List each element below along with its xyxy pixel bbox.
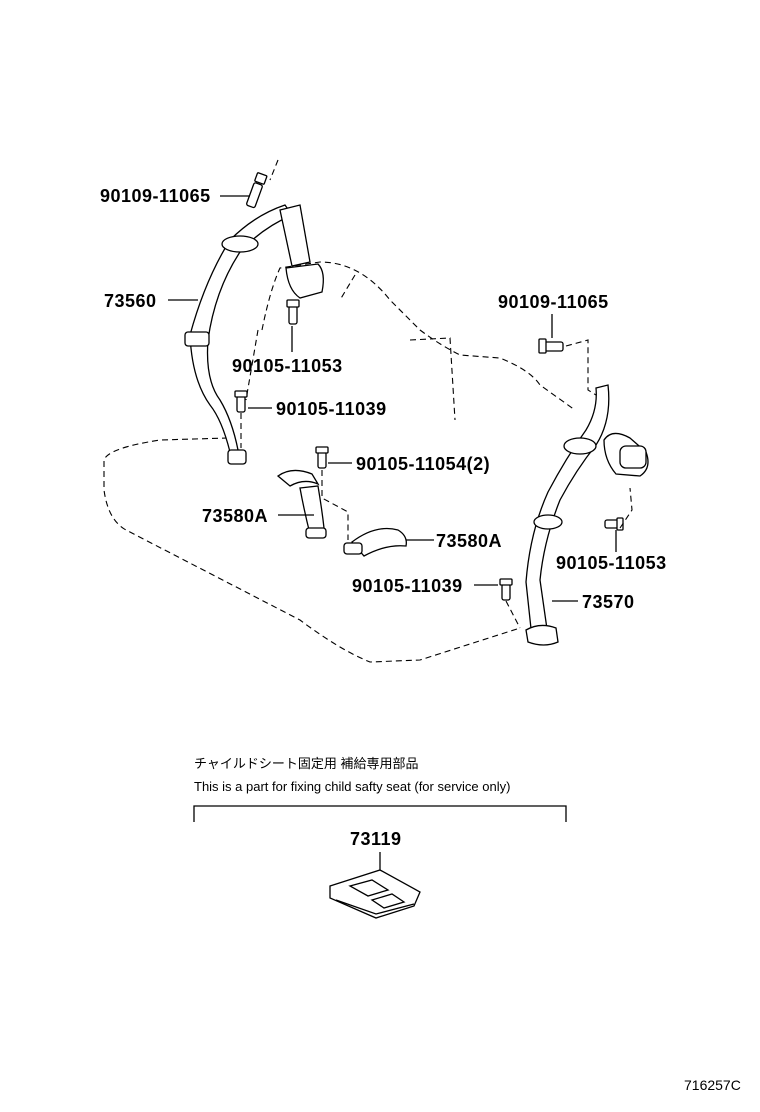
left-seat-belt [184,204,324,465]
label-bolt-retractor-left: 90105-11053 [232,356,343,376]
label-buckle-right: 73580A [436,531,502,551]
service-note-english: This is a part for fixing child safty se… [194,779,510,794]
bolt-retractor-right-icon [604,487,633,531]
label-bolt-top-left: 90109-11065 [100,186,211,206]
label-belt-left: 73560 [104,291,157,311]
label-bolt-anchor-right: 90105-11039 [352,576,463,596]
label-bolt-buckle: 90105-11054(2) [356,454,490,474]
buckle-right [343,527,407,557]
label-belt-right: 73570 [582,592,635,612]
label-buckle-left: 73580A [202,506,268,526]
label-bolt-retractor-right: 90105-11053 [556,553,667,573]
buckle-left [276,469,327,539]
leader-lines [168,195,617,602]
bolt-retractor-left-icon [286,299,300,325]
child-seat-bracket [329,869,421,919]
bolt-anchor-left-icon [234,390,248,448]
bolt-anchor-right-icon [499,578,521,629]
bolt-buckle-icon [315,446,349,540]
reference-code: 716257C [684,1077,741,1093]
service-note: チャイルドシート固定用 補給専用部品 This is a part for fi… [193,756,567,880]
service-note-japanese: チャイルドシート固定用 補給専用部品 [194,756,418,771]
bolt-top-left-icon [246,159,279,209]
label-bolt-top-right: 90109-11065 [498,292,609,312]
bolt-top-right-icon [538,338,597,396]
seat-outline [103,261,576,663]
label-bolt-anchor-left: 90105-11039 [276,399,387,419]
right-seat-belt [525,384,649,646]
label-part-73119: 73119 [350,829,402,849]
